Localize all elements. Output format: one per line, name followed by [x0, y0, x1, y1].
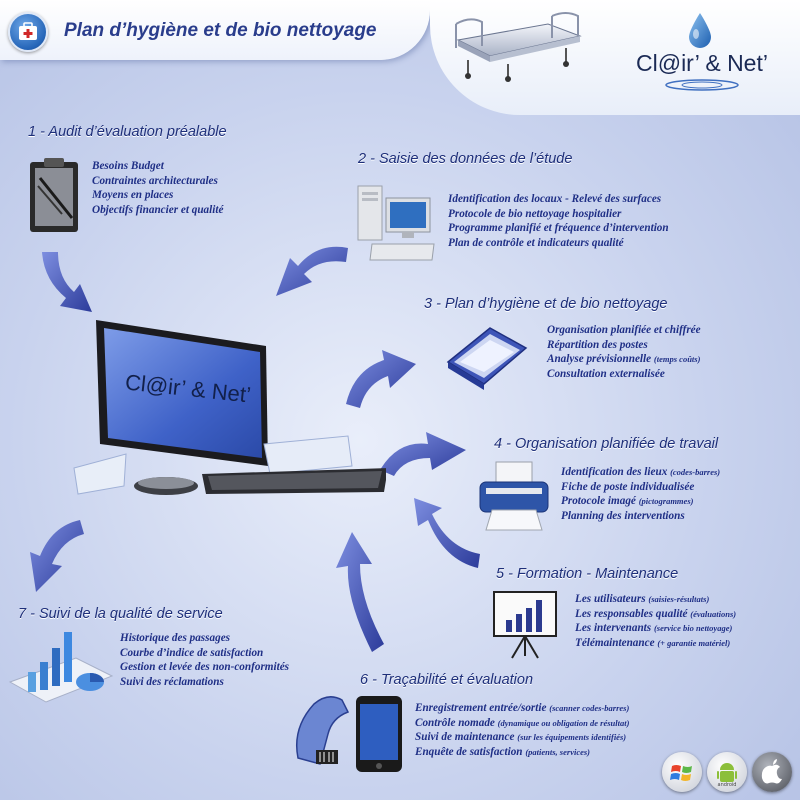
arrow-3 [346, 350, 416, 408]
brand-name: Cl@ir’ & Net’ [636, 50, 768, 76]
arrow-5 [414, 498, 480, 568]
arrow-1 [42, 252, 92, 312]
list-item: Consultation externalisée [547, 367, 665, 380]
section-title: 5 - Formation - Maintenance [496, 566, 679, 582]
list-item: Plan de contrôle et indicateurs qualité [448, 236, 624, 249]
section-2: 2 - Saisie des données de l’étude [358, 151, 572, 167]
central-workstation: Cl@ir’ & Net’ [66, 318, 386, 508]
list-item: Analyse prévisionnelle (temps coûts) [547, 353, 701, 365]
list-item: Historique des passages [120, 632, 231, 644]
section-6-items: Enregistrement entrée/sortie (scanner co… [415, 701, 629, 759]
list-item: Les utilisateurs (saisies-résultats) [575, 593, 710, 605]
binder-icon [446, 327, 528, 390]
section-title: 4 - Organisation planifiée de travail [494, 436, 719, 452]
list-item: Enregistrement entrée/sortie (scanner co… [415, 702, 630, 714]
printer-icon [479, 461, 549, 531]
list-item: Identification des lieux (codes-barres) [561, 466, 721, 478]
header: Plan d’hygiène et de bio nettoyage Cl@ir… [0, 0, 800, 115]
list-item: Planning des interventions [561, 509, 685, 522]
list-item: Les intervenants (service bio nettoyage) [575, 622, 733, 634]
list-item: Protocole de bio nettoyage hospitalier [448, 207, 622, 220]
bar-chart-icon [8, 632, 114, 703]
title-band [0, 0, 430, 60]
desktop-computer-icon [357, 185, 435, 261]
section-title: 1 - Audit d’évaluation préalable [28, 124, 227, 140]
section-3: 3 - Plan d’hygiène et de bio nettoyage [424, 296, 667, 312]
list-item: Contrôle nomade (dynamique ou obligation… [415, 716, 630, 729]
monitor-illustration [73, 320, 386, 495]
list-item: Contraintes architecturales [92, 174, 218, 187]
list-item: Gestion et levée des non-conformités [120, 661, 290, 673]
list-item: Programme planifié et fréquence d’interv… [448, 222, 669, 234]
section-title: 7 - Suivi de la qualité de service [18, 606, 223, 622]
section-title: 3 - Plan d’hygiène et de bio nettoyage [424, 296, 668, 312]
clipboard-icon [30, 158, 78, 232]
arrow-6 [336, 532, 384, 652]
section-2-items: Identification des locaux - Relevé des s… [448, 192, 669, 250]
page-title: Plan d’hygiène et de bio nettoyage [64, 20, 377, 41]
apple-icon[interactable] [752, 752, 792, 792]
hospital-bed-illustration [455, 12, 582, 82]
windows-icon[interactable] [662, 752, 702, 792]
medical-kit-icon[interactable] [8, 12, 48, 52]
list-item: Les responsables qualité (évaluations) [575, 607, 737, 620]
list-item: Répartition des postes [547, 338, 648, 351]
android-icon[interactable]: android [707, 752, 747, 792]
section-1-items: Besoins Budget Contraintes architectural… [92, 159, 223, 217]
arrow-4 [380, 432, 466, 476]
list-item: Protocole imagé (pictogrammes) [561, 495, 694, 507]
list-item: Organisation planifiée et chiffrée [547, 324, 701, 336]
section-7: 7 - Suivi de la qualité de service [18, 606, 223, 622]
presentation-board-icon [493, 591, 557, 659]
section-4: 4 - Organisation planifiée de travail [494, 436, 718, 452]
list-item: Besoins Budget [92, 160, 164, 172]
section-title: 6 - Traçabilité et évaluation [360, 672, 534, 688]
list-item: Objectifs financier et qualité [92, 203, 224, 216]
section-5: 5 - Formation - Maintenance [496, 566, 678, 582]
brand-logo: Cl@ir’ & Net’ [612, 10, 792, 100]
list-item: Fiche de poste individualisée [561, 480, 695, 493]
list-item: Suivi de maintenance (sur les équipement… [415, 731, 627, 743]
list-item: Télémaintenance (+ garantie matériel) [575, 636, 731, 649]
list-item: Identification des locaux - Relevé des s… [448, 193, 662, 205]
arrow-7 [30, 520, 84, 592]
arrow-2 [276, 246, 348, 296]
section-6: 6 - Traçabilité et évaluation [360, 672, 533, 688]
list-item: Enquête de satisfaction (patients, servi… [415, 745, 591, 758]
section-4-items: Identification des lieux (codes-barres) … [561, 465, 720, 523]
list-item: Suivi des réclamations [120, 675, 224, 688]
section-title: 2 - Saisie des données de l’étude [358, 151, 573, 167]
brand-ripple [665, 79, 739, 91]
section-7-items: Historique des passages Courbe d’indice … [120, 631, 289, 689]
smartphone-icon [356, 696, 402, 772]
section-1: 1 - Audit d’évaluation préalable [28, 124, 227, 140]
list-item: Moyens en places [92, 189, 174, 201]
section-3-items: Organisation planifiée et chiffrée Répar… [547, 323, 701, 381]
list-item: Courbe d’indice de satisfaction [120, 646, 264, 659]
section-5-items: Les utilisateurs (saisies-résultats) Les… [575, 592, 736, 650]
water-drop-icon [689, 13, 711, 48]
barcode-scanner-icon [296, 696, 350, 765]
android-label: android [717, 782, 737, 788]
